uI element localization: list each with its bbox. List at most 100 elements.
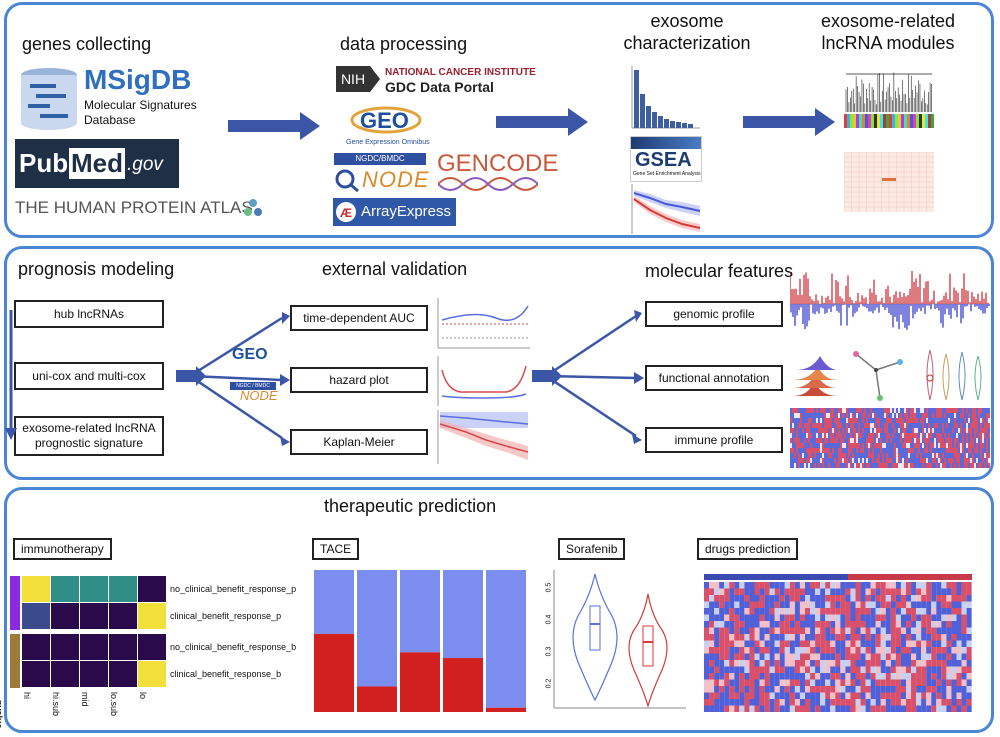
immune-cell xyxy=(842,458,844,463)
immune-cell xyxy=(948,458,950,463)
immune-cell xyxy=(934,448,936,453)
violin-axis-label: 0.2 xyxy=(545,678,553,689)
drug-cell xyxy=(810,614,816,621)
immune-cell xyxy=(876,443,878,448)
drug-cell xyxy=(895,705,901,712)
immune-cell xyxy=(852,423,854,428)
module-color-cell xyxy=(889,114,892,128)
immune-cell xyxy=(794,408,796,413)
immunotherapy-cell xyxy=(109,661,137,687)
drug-cell xyxy=(966,588,972,595)
immune-cell xyxy=(874,418,876,423)
drug-cell xyxy=(946,686,952,693)
immune-cell xyxy=(796,453,798,458)
drug-cell xyxy=(759,647,765,654)
drug-cell xyxy=(825,653,831,660)
immune-cell xyxy=(864,413,866,418)
immune-cell xyxy=(814,453,816,458)
drug-cell xyxy=(885,653,891,660)
tag-tace: TACE xyxy=(312,538,360,560)
immune-cell xyxy=(886,408,888,413)
immune-cell xyxy=(854,463,856,468)
immune-cell xyxy=(792,433,794,438)
drug-cell xyxy=(875,608,881,615)
drug-cell xyxy=(890,699,896,706)
immune-cell xyxy=(978,413,980,418)
immune-cell xyxy=(850,443,852,448)
immunotherapy-cell xyxy=(51,634,79,660)
immune-cell xyxy=(898,408,900,413)
immune-cell xyxy=(976,433,978,438)
immune-cell xyxy=(792,408,794,413)
immune-cell xyxy=(822,428,824,433)
immune-cell xyxy=(940,413,942,418)
drug-cell xyxy=(911,614,917,621)
drug-cell xyxy=(709,621,715,628)
immune-cell xyxy=(918,428,920,433)
tace-bar-blue xyxy=(400,570,440,653)
immune-cell xyxy=(882,463,884,468)
drug-cell xyxy=(724,582,730,589)
drug-cell xyxy=(830,653,836,660)
immune-cell xyxy=(822,453,824,458)
immune-cell xyxy=(864,453,866,458)
drug-cell xyxy=(805,653,811,660)
immune-cell xyxy=(820,438,822,443)
immune-cell xyxy=(824,428,826,433)
immune-cell xyxy=(962,463,964,468)
immune-cell xyxy=(970,453,972,458)
drug-cell xyxy=(729,588,735,595)
drug-cell xyxy=(916,679,922,686)
immune-cell xyxy=(904,463,906,468)
immune-cell xyxy=(810,418,812,423)
drug-cell xyxy=(820,679,826,686)
immune-cell xyxy=(920,443,922,448)
immune-cell xyxy=(846,433,848,438)
immune-cell xyxy=(892,448,894,453)
drug-cell xyxy=(820,595,826,602)
drug-cell xyxy=(921,686,927,693)
immune-cell xyxy=(834,448,836,453)
drug-cell xyxy=(936,634,942,641)
drug-cell xyxy=(764,647,770,654)
drug-cell xyxy=(714,595,720,602)
immune-cell xyxy=(924,413,926,418)
immune-cell xyxy=(804,448,806,453)
immune-cell xyxy=(842,438,844,443)
drug-cell xyxy=(754,699,760,706)
immune-cell xyxy=(806,413,808,418)
immune-cell xyxy=(798,463,800,468)
drug-cell xyxy=(734,588,740,595)
box-prognostic-signature: exosome-related lncRNA prognostic signat… xyxy=(14,416,164,456)
immune-cell xyxy=(898,418,900,423)
drug-cell xyxy=(830,660,836,667)
immune-cell xyxy=(870,443,872,448)
immune-cell xyxy=(858,423,860,428)
immune-cell xyxy=(944,428,946,433)
drug-cell xyxy=(885,582,891,589)
drug-cell xyxy=(754,673,760,680)
drug-cell xyxy=(769,692,775,699)
drug-cell xyxy=(946,601,952,608)
heatmap-row-label: clinical_benefit_response_p xyxy=(170,611,282,621)
immune-cell xyxy=(798,443,800,448)
immune-cell xyxy=(978,433,980,438)
drug-cell xyxy=(931,673,937,680)
immune-cell xyxy=(884,463,886,468)
module-color-cell xyxy=(898,114,901,128)
tace-stacked-bars xyxy=(314,570,526,712)
drug-cell xyxy=(936,679,942,686)
immune-cell xyxy=(980,438,982,443)
drug-cell xyxy=(734,653,740,660)
drug-cell xyxy=(805,621,811,628)
immune-cell xyxy=(854,423,856,428)
immune-cell xyxy=(868,463,870,468)
drug-cell xyxy=(921,627,927,634)
immune-cell xyxy=(960,413,962,418)
immune-cell xyxy=(954,418,956,423)
drug-cell xyxy=(739,699,745,706)
drug-cell xyxy=(724,614,730,621)
immune-heatmap-thumbnail xyxy=(790,408,990,468)
immune-cell xyxy=(902,408,904,413)
immune-cell xyxy=(936,453,938,458)
